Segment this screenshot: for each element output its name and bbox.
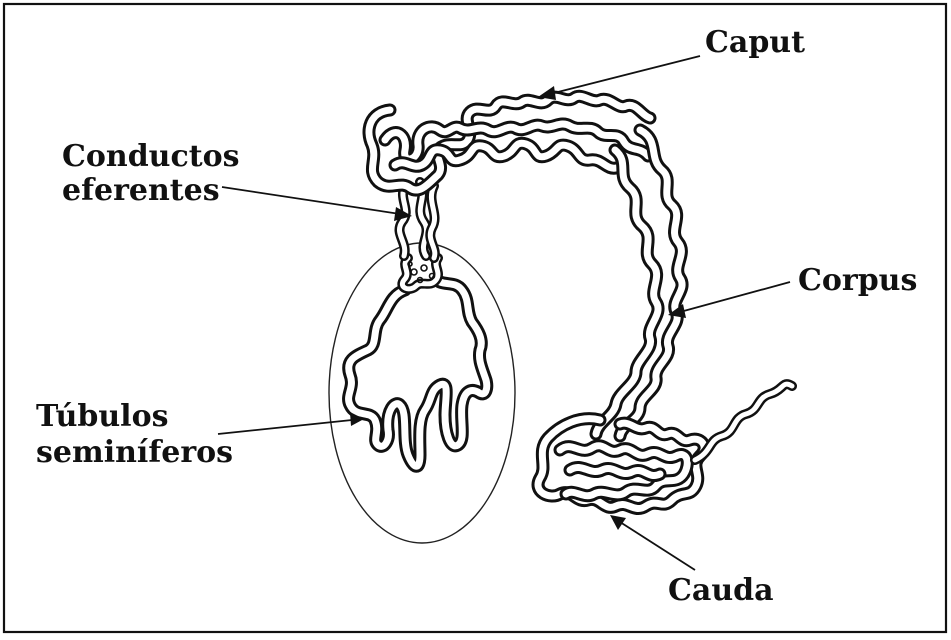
label-cauda: Cauda bbox=[668, 573, 774, 608]
ductus-deferens bbox=[695, 384, 792, 460]
label-tubulos-line1: Túbulos bbox=[36, 399, 168, 434]
epididymis-corpus bbox=[596, 130, 682, 436]
epididymis-caput bbox=[369, 96, 650, 190]
label-tubulos-line2: seminíferos bbox=[36, 435, 233, 470]
label-caput: Caput bbox=[705, 25, 805, 60]
label-conductos-line2: eferentes bbox=[62, 173, 220, 208]
arrow-tubulos bbox=[218, 412, 364, 434]
arrow-conductos bbox=[222, 187, 412, 221]
arrow-cauda bbox=[610, 515, 695, 570]
label-corpus: Corpus bbox=[798, 263, 917, 298]
label-conductos-line1: Conductos bbox=[62, 139, 240, 174]
seminiferous-tubules bbox=[349, 258, 487, 466]
